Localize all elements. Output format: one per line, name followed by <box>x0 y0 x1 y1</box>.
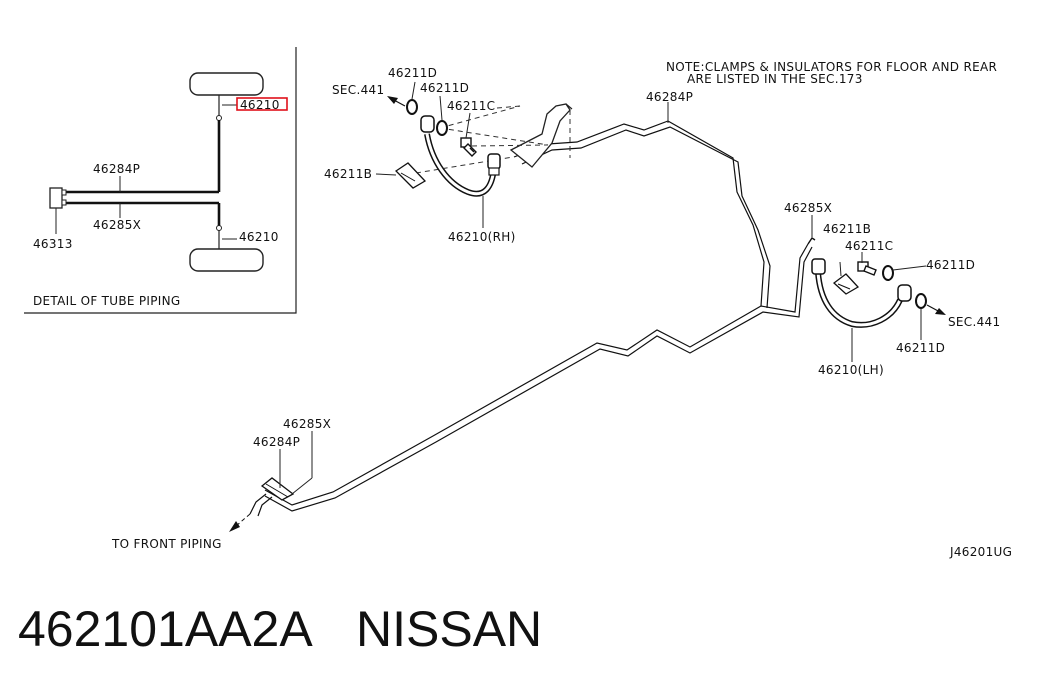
front-hose-label: 46210 <box>239 230 279 244</box>
detail-caption: DETAIL OF TUBE PIPING <box>33 294 181 308</box>
lh-washer-inner <box>882 265 894 281</box>
rh-hose-label: 46210(RH) <box>448 230 516 244</box>
rh-brake-hose-assembly: SEC.441 46211D 46211D 46211C 46211B 4621… <box>324 66 573 244</box>
junction-block <box>49 187 63 209</box>
lh-clip-label: 46211B <box>823 222 871 236</box>
lh-clip <box>832 273 860 295</box>
rh-washer-inner <box>436 120 448 136</box>
rh-washer-inner-label: 46211D <box>420 81 469 95</box>
highlight-box <box>236 97 288 111</box>
rh-sec-label: SEC.441 <box>332 83 384 97</box>
upper-tube-label: 46284P <box>93 162 140 176</box>
rh-bolt <box>460 137 477 157</box>
lh-washer-inner-label: 46211D <box>926 258 975 272</box>
front-clip <box>260 477 295 501</box>
lh-washer-outer <box>915 293 927 309</box>
rear-wheel <box>189 72 264 96</box>
front-tube-upper-label: 46285X <box>283 417 331 431</box>
lh-brake-hose-assembly: 46285X 46211B 46211C 46211D SEC.441 4621… <box>784 201 1000 377</box>
detail-of-tube-piping-panel: 46210 46210 46284P 46285X 46313 DETAIL O… <box>24 47 297 314</box>
rh-bolt-label: 46211C <box>447 99 495 113</box>
brand-name: NISSAN <box>356 601 542 657</box>
note: NOTE:CLAMPS & INSULATORS FOR FLOOR AND R… <box>666 60 997 86</box>
note-line-2: ARE LISTED IN THE SEC.173 <box>687 72 863 86</box>
main-tube-label: 46284P <box>646 90 693 104</box>
front-wheel <box>189 248 264 272</box>
lh-bolt-label: 46211C <box>845 239 893 253</box>
rear-hose-label: 46210 <box>240 98 280 112</box>
to-front-piping-label: TO FRONT PIPING <box>111 537 222 551</box>
diagram-id: J46201UG <box>949 545 1012 559</box>
rh-washer-outer <box>406 99 418 115</box>
lh-sec-label: SEC.441 <box>948 315 1000 329</box>
lh-bolt <box>857 261 877 276</box>
rh-washer-outer-label: 46211D <box>388 66 437 80</box>
front-tube-lower-label: 46284P <box>253 435 300 449</box>
rh-bracket <box>509 103 571 168</box>
lh-tube-end-label: 46285X <box>784 201 832 215</box>
lh-washer-outer-label: 46211D <box>896 341 945 355</box>
lower-tube-label: 46285X <box>93 218 141 232</box>
part-number: 462101AA2A <box>18 601 313 657</box>
lh-hose-label: 46210(LH) <box>818 363 884 377</box>
junction-label: 46313 <box>33 237 73 251</box>
note-line-1: NOTE:CLAMPS & INSULATORS FOR FLOOR AND R… <box>666 60 997 74</box>
rh-clip-label: 46211B <box>324 167 372 181</box>
rh-clip <box>394 162 427 189</box>
front-connection: 46285X 46284P TO FRONT PIPING <box>111 417 331 551</box>
